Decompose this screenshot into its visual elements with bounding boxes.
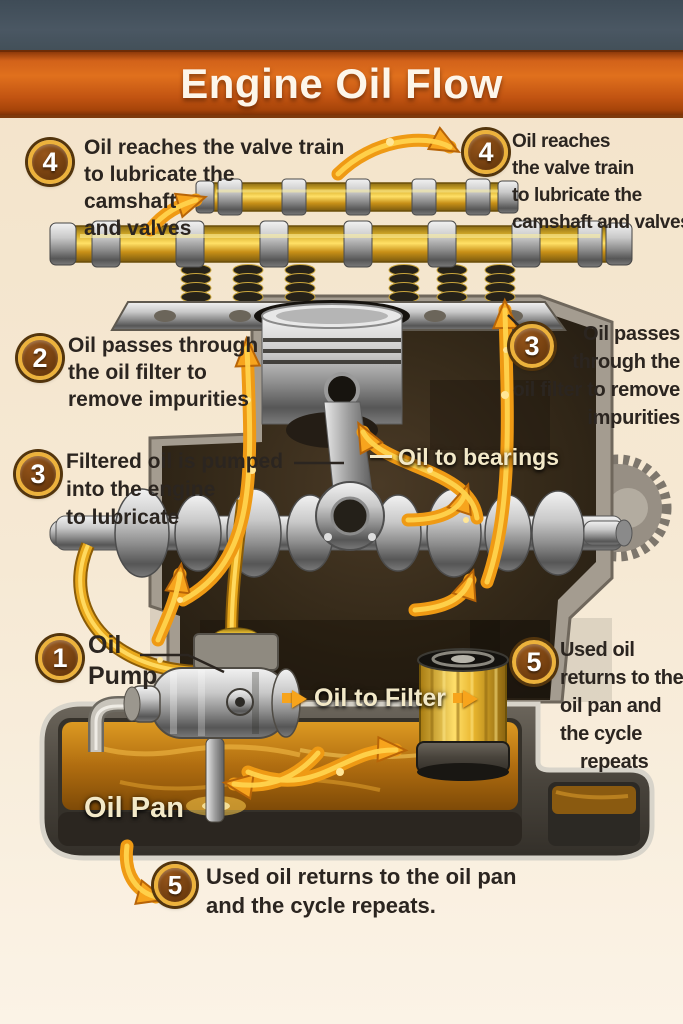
callout-line: remove impurities [68,388,249,411]
callout-line: into the engine [66,478,216,501]
step-badge-5-right: 5 [512,640,556,684]
step-badge-4-right: 4 [464,130,508,174]
callout-return-bottom: Used oil returns to the oil pan and the … [206,862,516,920]
callout-filter-right: Oil passes through the oil filter to rem… [480,320,681,432]
callout-line: to lubricate the [512,185,642,206]
callout-line: Oil [88,631,122,659]
callout-filter-left: Oil passes through the oil filter to rem… [68,332,258,413]
callout-line: Oil passes through [68,334,259,357]
top-bar [0,0,683,50]
callout-line: oil pan and [560,695,662,717]
arrow-right-icon [292,689,307,708]
callout-line: returns to the [560,667,683,689]
step-badge-2-left: 2 [18,336,62,380]
camshaft-upper [195,178,519,216]
callout-line: camshaft [84,190,177,213]
oil-pump-shape [88,627,301,752]
camshaft-lower [49,220,633,268]
callout-line: through the [572,351,680,373]
callout-line: to lubricate [66,506,180,529]
label-oil-pan: Oil Pan [84,792,184,824]
pickup-tube [186,737,246,823]
arrow-right-icon [452,693,463,703]
oil-sparkles [157,138,509,776]
callout-return-right: Used oil returns to the oil pan and the … [560,636,683,776]
oil-flow-arrows [119,126,519,905]
step-badge-4-left: 4 [28,140,72,184]
callout-line: oil filter to remove [512,379,681,401]
step-badge-3-left: 3 [16,452,60,496]
crankshaft [49,488,633,578]
callout-pumped-left: Filtered oil is pumped into the engine t… [66,448,283,532]
oil-to-bearings-text: Oil to bearings [398,444,560,470]
callout-line: the oil filter to [68,361,207,384]
step-badge-1: 1 [38,636,82,680]
arrow-right-icon [462,689,478,708]
callout-line: camshaft and valves [512,212,683,233]
step-badge-5-bottom: 5 [154,864,196,906]
label-oil-to-bearings: Oil to bearings [370,444,559,471]
callout-line: the valve train [512,158,634,179]
callout-line: Used oil [560,639,635,661]
callout-line: and valves [84,217,192,240]
callout-line: Filtered oil is pumped [66,450,284,473]
callout-line: Oil reaches [512,131,611,152]
callout-line: Used oil returns to the oil pan [206,864,517,889]
callout-line: impurities [587,407,680,429]
step-badge-3-right: 3 [510,324,554,368]
callout-valve-left: Oil reaches the valve train to lubricate… [84,134,344,242]
leader-dash [370,455,392,459]
page-title: Engine Oil Flow [180,59,503,107]
callout-line: Pump [88,662,158,690]
valve-springs [180,264,516,303]
callout-line: the cycle [560,723,643,745]
callout-line: Oil passes [582,323,680,345]
callout-line: repeats [580,751,649,773]
callout-line: and the cycle repeats. [206,893,436,918]
callout-oil-pump: Oil Pump [88,630,157,692]
callout-line: to lubricate the [84,163,235,186]
callout-line: Oil reaches the valve train [84,136,345,159]
oil-filter-shape [416,648,510,781]
oil-to-filter-text: Oil to Filter [314,684,446,712]
label-oil-to-filter: Oil to Filter [282,684,478,713]
callout-valve-right: Oil reaches the valve train to lubricate… [512,128,683,236]
arrow-right-icon [282,693,292,703]
title-banner: Engine Oil Flow [0,50,683,118]
